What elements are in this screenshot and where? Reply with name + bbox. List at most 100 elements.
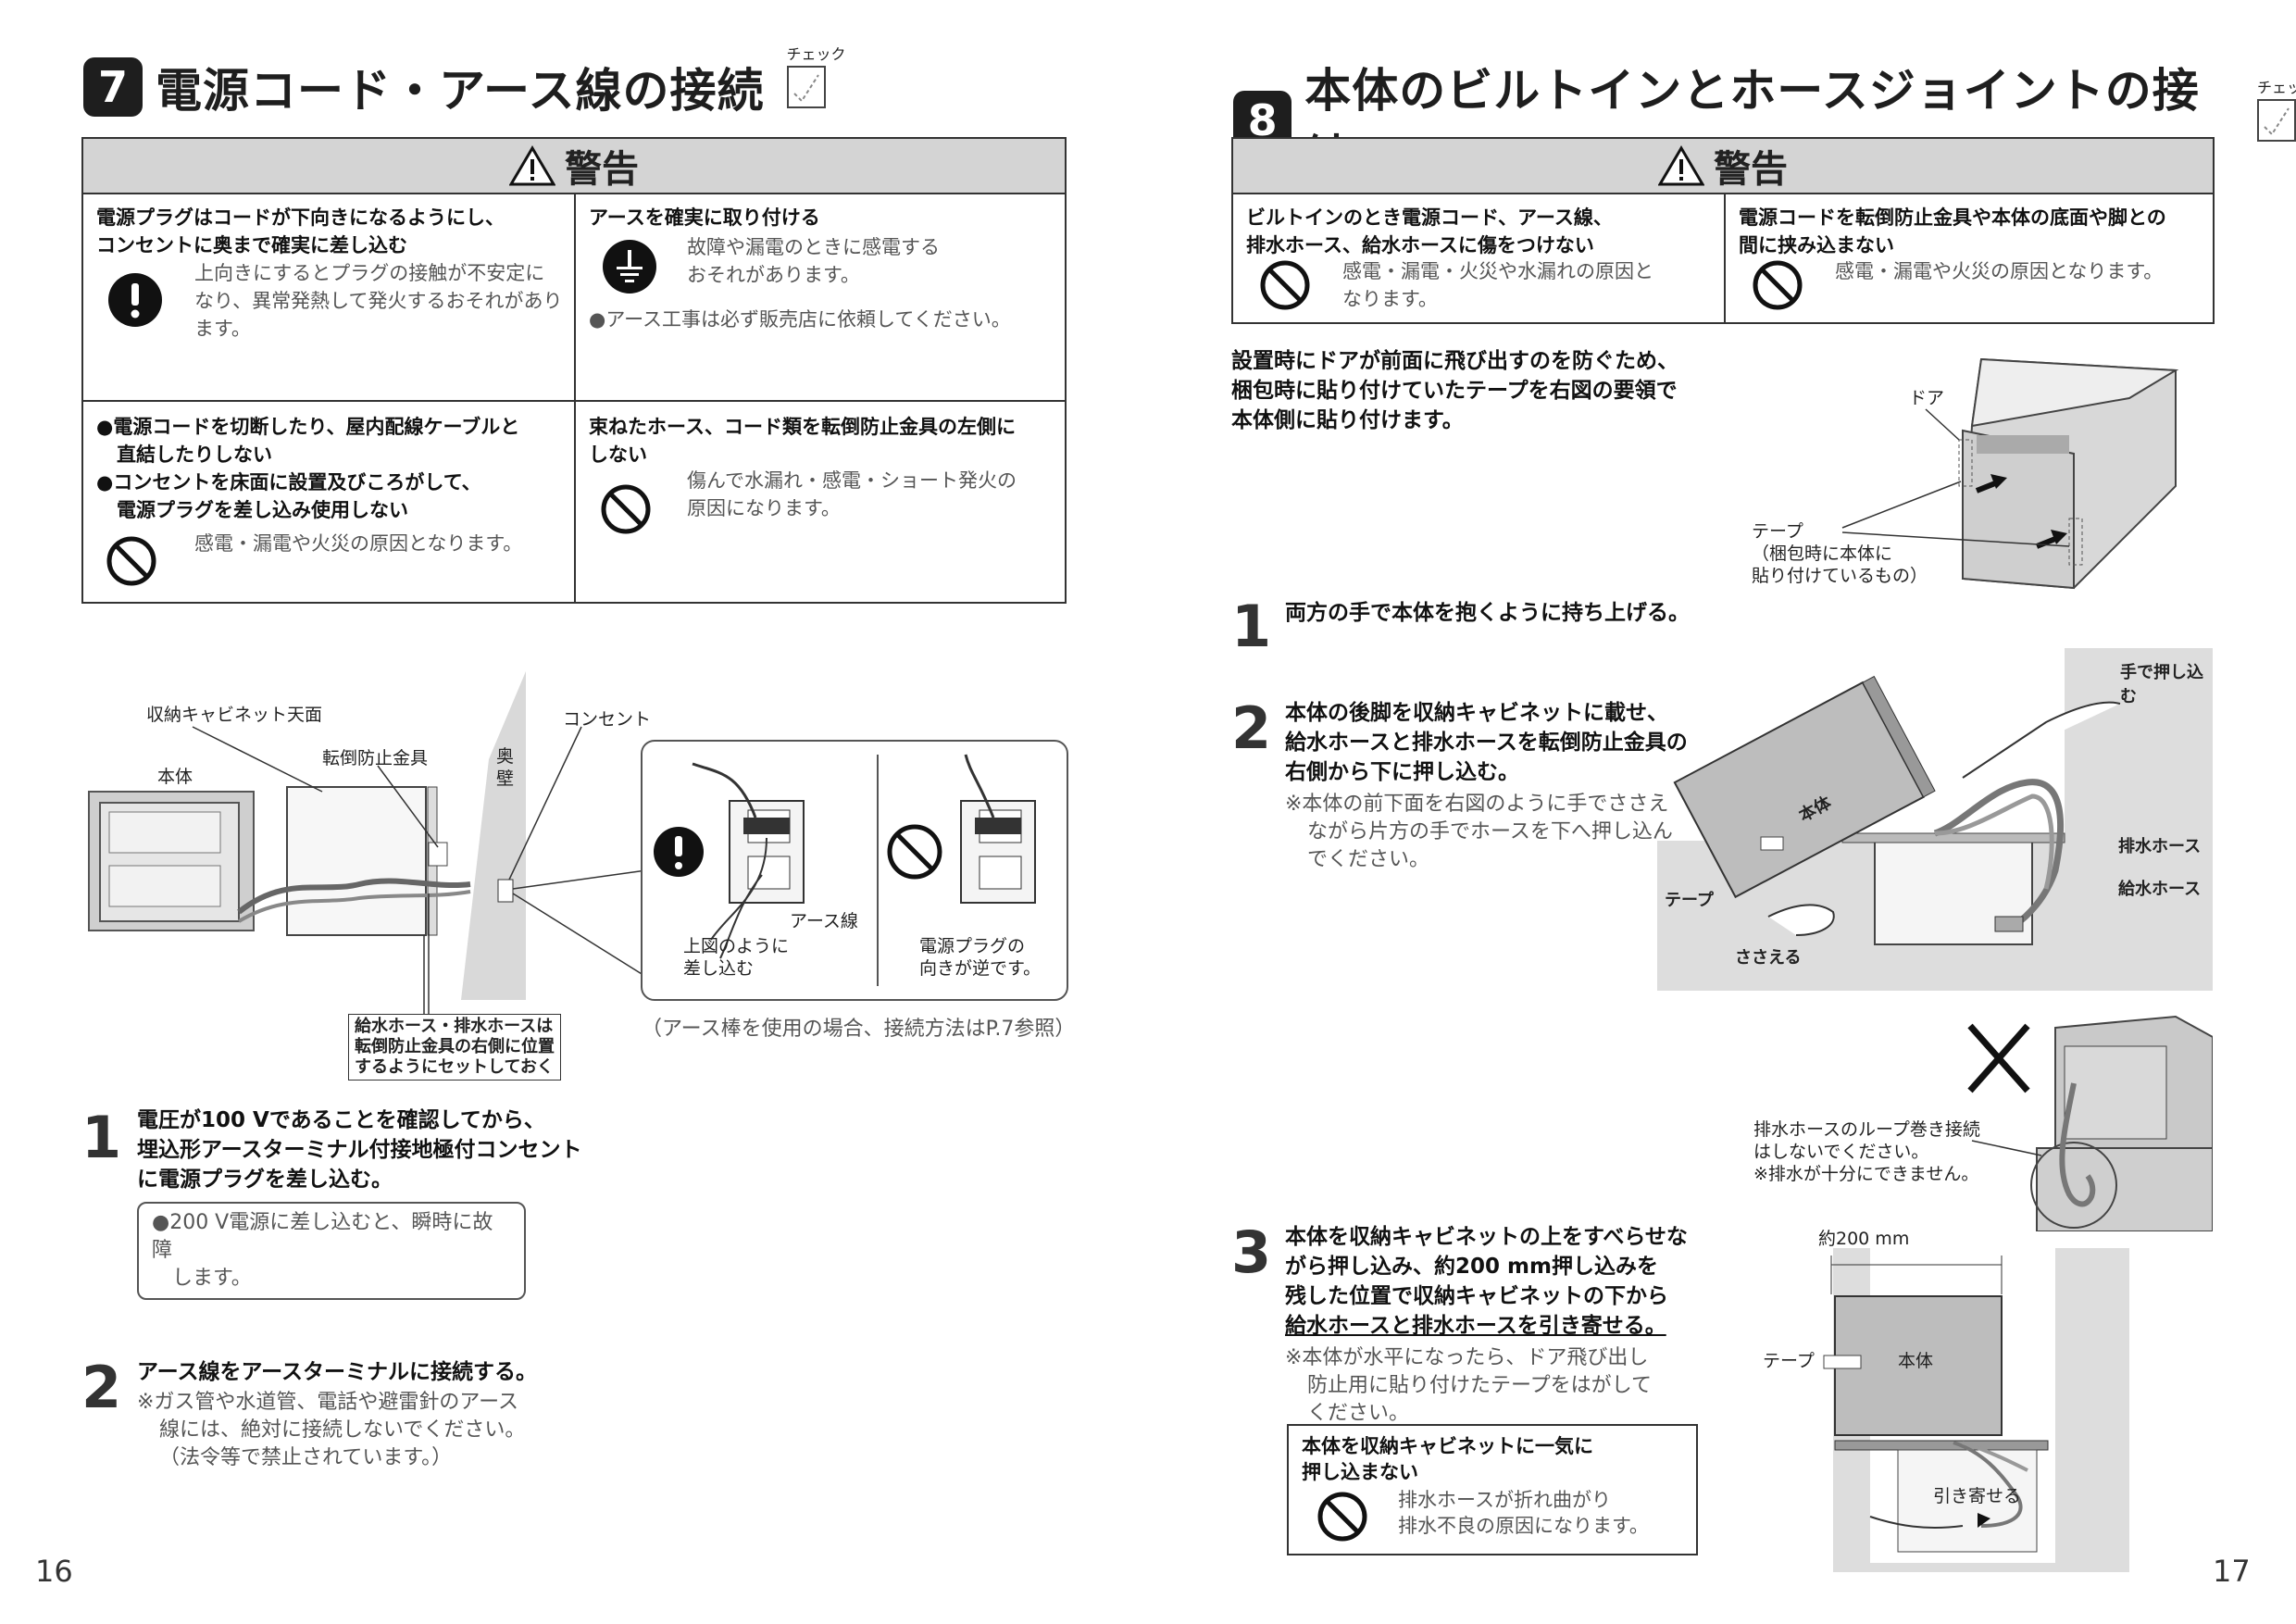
warning-triangle-icon xyxy=(1658,145,1704,186)
step-note-line: ※本体が水平になったら、ドア飛び出し xyxy=(1285,1346,1649,1369)
dishwasher-tape-illustration xyxy=(1841,357,2179,590)
warning-heading: 間に挟み込まない xyxy=(1739,234,1894,256)
step-note-line: 防止用に貼り付けたテープをはがして xyxy=(1307,1374,1653,1397)
warning-cell-pinch: 電源コードを転倒防止金具や本体の底面や脚との 間に挟み込まない 感電・漏電や火災… xyxy=(1726,193,2215,324)
tape-intro: 設置時にドアが前面に飛び出すのを防ぐため、 梱包時に貼り付けていたテープを右図の… xyxy=(1231,346,1678,435)
connection-figure: 収納キャビネット天面 本体 転倒防止金具 奥壁 コンセント アース線 上図のよう… xyxy=(81,662,1076,1081)
warning-heading: 束ねたホース、コード類を転倒防止金具の左側に xyxy=(589,416,1016,438)
check-label: チェック xyxy=(786,45,846,63)
label-drain-hose: 排水ホース xyxy=(2118,837,2202,856)
hose-note-line: 給水ホース・排水ホースは xyxy=(355,1017,554,1036)
check-mark-icon xyxy=(792,74,819,103)
step-line: 残した位置で収納キャビネットの下から xyxy=(1285,1284,1668,1308)
ok-caption-line: 上図のように xyxy=(683,936,790,956)
step-note-line: でください。 xyxy=(1307,848,1430,871)
loop-hose-illustration xyxy=(1967,1015,2213,1231)
section-title: 電源コード・アース線の接続 xyxy=(156,64,765,118)
warning-heading: しない xyxy=(589,443,647,466)
tape-figure: ドア テープ （梱包時に本体に 貼り付けているもの） xyxy=(1741,343,2194,593)
warning-body: 故障や漏電のときに感電する xyxy=(687,236,940,258)
warning-heading: ●電源コードを切断したり、屋内配線ケーブルと xyxy=(96,416,520,438)
slide-in-figure: 約200 mm テープ 本体 引き寄せる xyxy=(1759,1220,2129,1572)
intro-line: 本体側に貼り付けます。 xyxy=(1231,408,1464,432)
ok-caption: 上図のように 差し込む xyxy=(683,935,789,980)
earth-rod-note: （アース棒を使用の場合、接続方法はP.7参照） xyxy=(642,1018,1076,1041)
warning-heading: 本体を収納キャビネットに一気に xyxy=(1302,1435,1593,1457)
warning-cell-earth: アースを確実に取り付ける 故障や漏電のときに感電する おそれがあります。 ●アー… xyxy=(576,193,1067,400)
warning-body: ます。 xyxy=(194,318,251,340)
warning-table-right: 警告 ビルトインのとき電源コード、アース線、 排水ホース、給水ホースに傷をつけな… xyxy=(1231,137,2215,324)
label-tape: テープ xyxy=(1752,521,1803,542)
step-line: アース線をアースターミナルに接続する。 xyxy=(137,1360,537,1384)
step-note-line: （法令等で禁止されています。） xyxy=(159,1446,453,1469)
ng-caption-line: 電源プラグの xyxy=(919,936,1026,956)
check-mark-icon xyxy=(2264,107,2290,136)
label-cabinet-top: 収納キャビネット天面 xyxy=(146,705,323,725)
check-label: チェック xyxy=(2257,79,2296,96)
step-number: 1 xyxy=(81,1104,122,1171)
step-note-line: ※ガス管や水道管、電話や避雷針のアース xyxy=(137,1391,519,1414)
ng-caption-line: 向きが逆です。 xyxy=(919,958,1042,979)
warning-cell-hose: 束ねたホース、コード類を転倒防止金具の左側に しない 傷んで水漏れ・感電・ショー… xyxy=(576,402,1067,604)
label-tape: テープ xyxy=(1665,891,1714,910)
step-line: 本体の後脚を収納キャビネットに載せ、 xyxy=(1285,701,1668,725)
step-note-line: ください。 xyxy=(1307,1402,1410,1425)
warning-header: 警告 xyxy=(1233,139,2213,194)
warning-body: 排水不良の原因になります。 xyxy=(1398,1515,1649,1537)
label-pull: 引き寄せる xyxy=(1933,1486,2022,1506)
step-number: 1 xyxy=(1231,593,1272,660)
warning-heading: 排水ホース、給水ホースに傷をつけない xyxy=(1246,234,1594,256)
label-hontai: 本体 xyxy=(1898,1351,1934,1371)
warning-body: 感電・漏電・火災や水漏れの原因と xyxy=(1342,260,1653,282)
step-1-text: 両方の手で本体を抱くように持ち上げる。 xyxy=(1285,601,1690,625)
warning-heading: 電源コードを転倒防止金具や本体の底面や脚との xyxy=(1739,206,2166,229)
intro-line: 設置時にドアが前面に飛び出すのを防ぐため、 xyxy=(1231,349,1678,373)
warning-heading: ●コンセントを床面に設置及びころがして、 xyxy=(96,471,481,493)
prohibition-icon xyxy=(1260,260,1310,310)
step-line: 電圧が100 Vであることを確認してから、 xyxy=(137,1108,545,1132)
section-title: 本体のビルトインとホースジョイントの接続 xyxy=(1304,64,2200,184)
step-line: 埋込形アースターミナル付接地極付コンセント xyxy=(137,1138,582,1162)
warning-body: 感電・漏電や火災の原因となります。 xyxy=(1835,260,2164,282)
step-number: 3 xyxy=(1231,1218,1272,1286)
check-box[interactable]: チェック xyxy=(2257,79,2296,142)
warning-body: 排水ホースが折れ曲がり xyxy=(1398,1489,1611,1511)
loop-note: 排水ホースのループ巻き接続 はしないでください。 ※排水が十分にできません。 xyxy=(1753,1118,1980,1185)
warning-cell-plug: 電源プラグはコードが下向きになるようにし、 コンセントに奥まで確実に差し込む 上… xyxy=(83,193,574,400)
warning-note: ●アース工事は必ず販売店に依頼してください。 xyxy=(589,308,1011,331)
check-box[interactable]: チェック xyxy=(786,45,846,108)
label-hontai: 本体 xyxy=(157,767,193,787)
warning-cell-cord: ●電源コードを切断したり、屋内配線ケーブルと 直結したりしない ●コンセントを床… xyxy=(83,402,574,604)
page-number: 16 xyxy=(35,1554,73,1589)
section-7-heading: 7 電源コード・アース線の接続 チェック xyxy=(83,45,846,120)
loop-prohibition-figure: 排水ホースのループ巻き接続 はしないでください。 ※排水が十分にできません。 xyxy=(1750,1009,2213,1231)
label-tape-sub-line: （梱包時に本体に xyxy=(1752,543,1893,564)
warning-header: 警告 xyxy=(83,139,1065,194)
prohibition-icon xyxy=(106,536,156,586)
step-note-line: ながら片方の手でホースを下へ押し込ん xyxy=(1307,820,1673,843)
label-200mm: 約200 mm xyxy=(1818,1229,1910,1249)
warning-heading: 電源プラグはコードが下向きになるようにし、 xyxy=(96,206,505,229)
step-1-note-box: ●200 V電源に差し込むと、瞬時に故障 します。 xyxy=(137,1202,526,1300)
push-hose-figure: 手で押し込む 本体 排水ホース 給水ホース テープ ささえる xyxy=(1657,648,2213,991)
loop-note-line: 排水ホースのループ巻き接続 xyxy=(1753,1119,1980,1140)
warning-heading: コンセントに奥まで確実に差し込む xyxy=(96,234,407,256)
step-note-line: します。 xyxy=(172,1267,252,1290)
label-tape-sub-line: 貼り付けているもの） xyxy=(1752,566,1928,586)
warning-body: 原因になります。 xyxy=(687,497,841,519)
label-supply-hose: 給水ホース xyxy=(2118,880,2202,899)
label-concent: コンセント xyxy=(563,709,652,730)
warning-body: 傷んで水漏れ・感電・ショート発火の xyxy=(687,469,1017,492)
warning-heading: 直結したりしない xyxy=(117,443,272,466)
label-tape-sub: （梱包時に本体に 貼り付けているもの） xyxy=(1752,543,1928,587)
warning-label: 警告 xyxy=(1714,148,1788,191)
warning-heading: アースを確実に取り付ける xyxy=(589,206,820,229)
step-line: 給水ホースと排水ホースを転倒防止金具の xyxy=(1285,731,1688,755)
ok-caption-line: 差し込む xyxy=(683,958,755,979)
loop-note-line: ※排水が十分にできません。 xyxy=(1753,1164,1979,1184)
label-tentou: 転倒防止金具 xyxy=(322,748,429,768)
step-3-warning-box: 本体を収納キャビネットに一気に 押し込まない 排水ホースが折れ曲がり 排水不良の… xyxy=(1287,1424,1698,1555)
step-number: 2 xyxy=(81,1354,122,1421)
step-2-text: 本体の後脚を収納キャビネットに載せ、 給水ホースと排水ホースを転倒防止金具の 右… xyxy=(1285,698,1688,874)
label-tape: テープ xyxy=(1763,1351,1815,1371)
